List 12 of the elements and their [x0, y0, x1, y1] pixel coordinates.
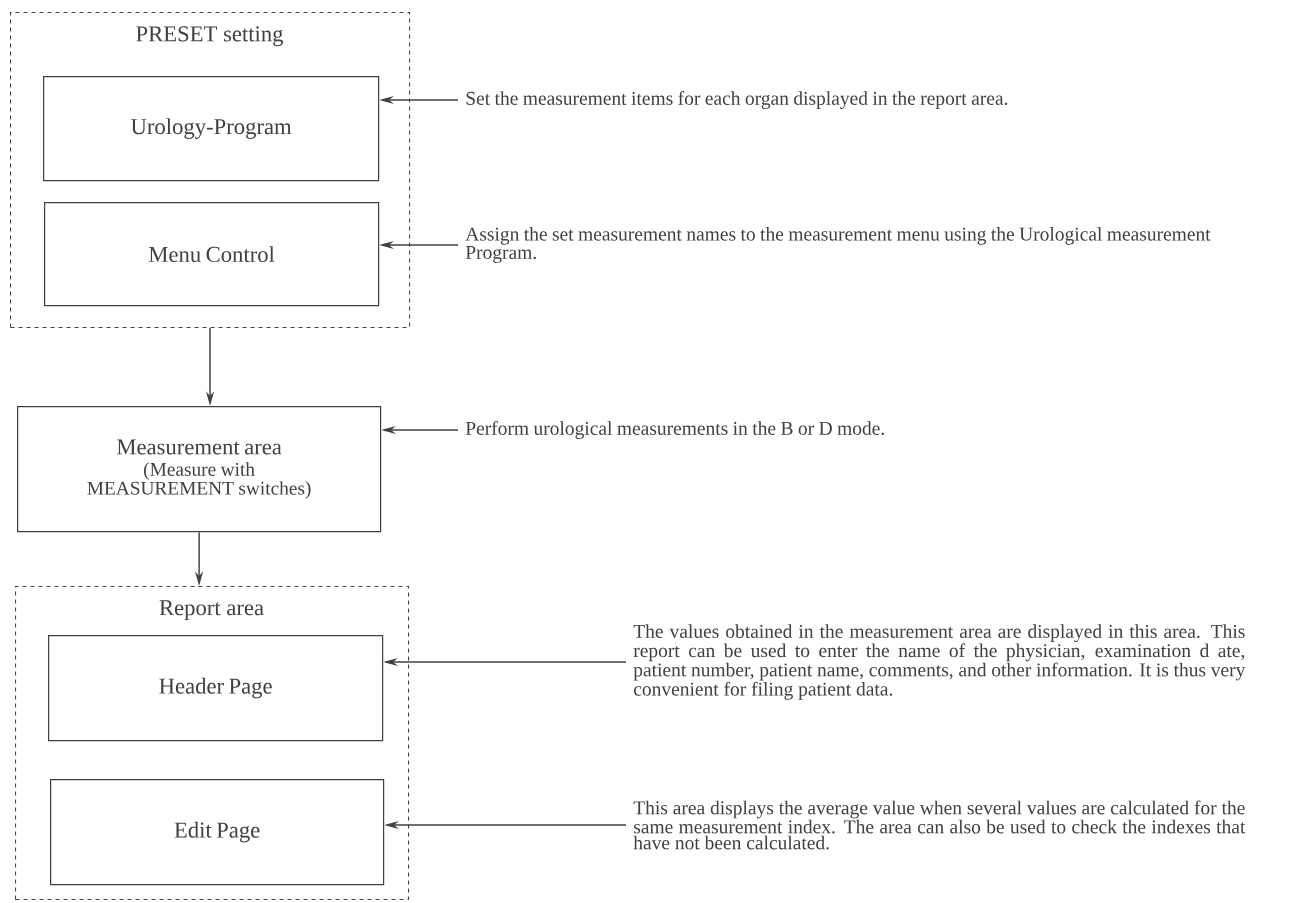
- group-title: PRESET setting: [136, 26, 284, 47]
- process-box: Urology-Program: [43, 76, 380, 182]
- description-text: Set the measurement items for each organ displayed in the report area.: [466, 91, 1008, 109]
- description-text: Assign the set measurement names to the measurement menu using the Urological measurement Program.: [465, 227, 1211, 263]
- description-text: The values obtained in the measurement area are displayed in this area. This report can be used to enter the name of the physician, examination d ate, patient number, patient name, comments, and other information. It is thus very convenient for filing patient data.: [633, 624, 1246, 700]
- description-text: This area displays the average value when several values are calculated for the same measurement index. The area can also be used to check the indexes that have not been calculated.: [633, 800, 1246, 850]
- process-box: Measurement area (Measure with MEASUREMENT switches): [17, 406, 382, 533]
- group-title: Report area: [159, 600, 264, 620]
- process-box: Edit Page: [50, 779, 385, 886]
- process-box: Menu Control: [44, 202, 380, 307]
- process-box: Header Page: [48, 635, 384, 742]
- description-text: Perform urological measurements in the B or D mode.: [465, 421, 884, 439]
